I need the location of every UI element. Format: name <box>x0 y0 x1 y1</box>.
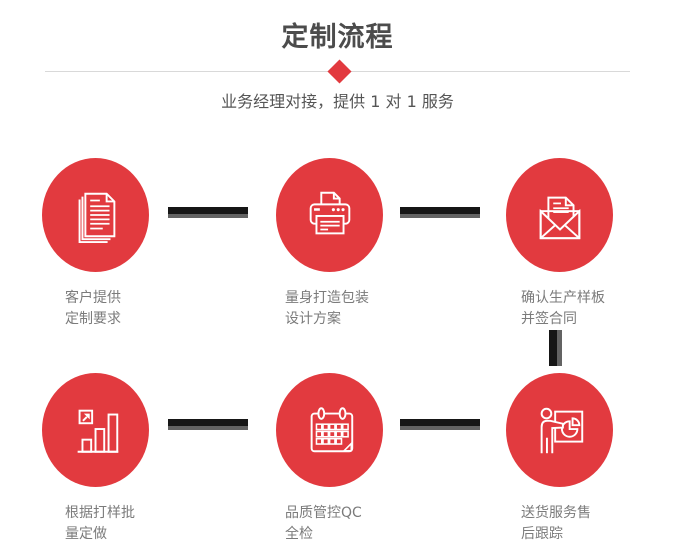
step-5-circle <box>276 373 383 487</box>
step-6-label: 送货服务售 后跟踪 <box>521 503 591 545</box>
step-6-label-line2: 后跟踪 <box>521 526 563 542</box>
step-6-circle <box>506 373 613 487</box>
step-1-label: 客户提供 定制要求 <box>65 288 121 330</box>
step-1-label-line1: 客户提供 <box>65 290 121 306</box>
step-5-label-line1: 品质管控QC <box>285 505 362 521</box>
step-2-label-line2: 设计方案 <box>285 311 341 327</box>
step-3-label-line1: 确认生产样板 <box>521 290 605 306</box>
connector-step5-step6 <box>400 419 480 430</box>
step-6-label-line1: 送货服务售 <box>521 505 591 521</box>
step-3-circle <box>506 158 613 272</box>
step-4-label-line1: 根据打样批 <box>65 505 135 521</box>
calendar-icon <box>310 407 353 453</box>
connector-step1-step2 <box>168 207 248 218</box>
connector-step4-step5 <box>168 419 248 430</box>
documents-icon <box>78 192 115 244</box>
page-title: 定制流程 <box>281 22 394 53</box>
connector-step3-step6 <box>549 330 562 366</box>
step-4-label-line2: 量定做 <box>65 526 107 542</box>
subtitle: 业务经理对接，提供 1 对 1 服务 <box>221 92 454 111</box>
step-2-circle <box>276 158 383 272</box>
step-5-label: 品质管控QC 全检 <box>285 503 362 545</box>
envelope-icon <box>539 196 580 240</box>
step-1-circle <box>42 158 149 272</box>
presentation-icon <box>540 407 583 454</box>
step-1-label-line2: 定制要求 <box>65 311 121 327</box>
step-3-label-line2: 并签合同 <box>521 311 577 327</box>
step-2-label-line1: 量身打造包装 <box>285 290 369 306</box>
step-3-label: 确认生产样板 并签合同 <box>521 288 605 330</box>
bar-chart-icon <box>77 409 118 453</box>
diamond-marker <box>327 59 352 84</box>
printer-icon <box>309 191 350 235</box>
step-5-label-line2: 全检 <box>285 526 313 542</box>
connector-step2-step3 <box>400 207 480 218</box>
step-4-label: 根据打样批 量定做 <box>65 503 135 545</box>
step-4-circle <box>42 373 149 487</box>
step-2-label: 量身打造包装 设计方案 <box>285 288 369 330</box>
